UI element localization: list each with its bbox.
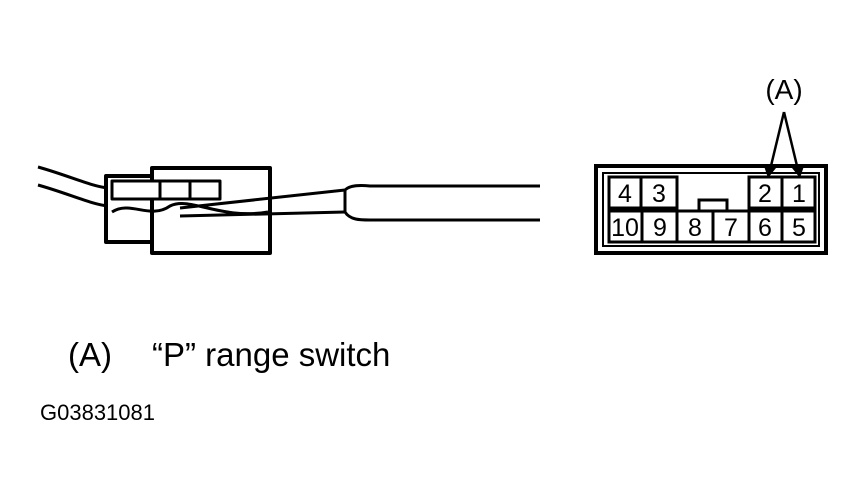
legend: (A) “P” range switch (68, 336, 390, 374)
pin-label-2: 2 (758, 180, 772, 208)
pin-label-7: 7 (724, 214, 738, 242)
pin-label-4: 4 (618, 180, 632, 208)
legend-key: (A) (68, 336, 112, 373)
pin-label-8: 8 (688, 214, 702, 242)
callout-leader-pin-2 (768, 111, 786, 171)
harness-wires-left (37, 165, 109, 208)
pin-cell-3 (639, 175, 679, 210)
connector-side-view (104, 166, 272, 255)
connector-face: 4 3 2 1 10 9 8 7 6 5 (594, 164, 828, 255)
pin-label-5: 5 (792, 214, 806, 242)
pin-cell-5 (780, 209, 817, 244)
pin-label-1: 1 (792, 180, 806, 208)
callout-arrowhead-pin-2 (764, 166, 776, 178)
pin-label-9: 9 (653, 214, 667, 242)
callout-arrowhead-pin-1 (792, 166, 804, 178)
connector-face-inner (602, 172, 820, 247)
pin-cell-1 (780, 175, 817, 210)
locking-tab (697, 198, 729, 213)
callout-a: (A) (764, 74, 804, 178)
pin-label-10: 10 (611, 214, 639, 242)
callout-a-label: (A) (765, 74, 802, 105)
legend-text: “P” range switch (152, 336, 391, 373)
figure-id: G03831081 (40, 400, 155, 425)
pin-label-6: 6 (758, 214, 772, 242)
harness-wire-right (179, 184, 540, 222)
callout-leader-pin-1 (782, 111, 800, 171)
pin-label-3: 3 (652, 180, 666, 208)
